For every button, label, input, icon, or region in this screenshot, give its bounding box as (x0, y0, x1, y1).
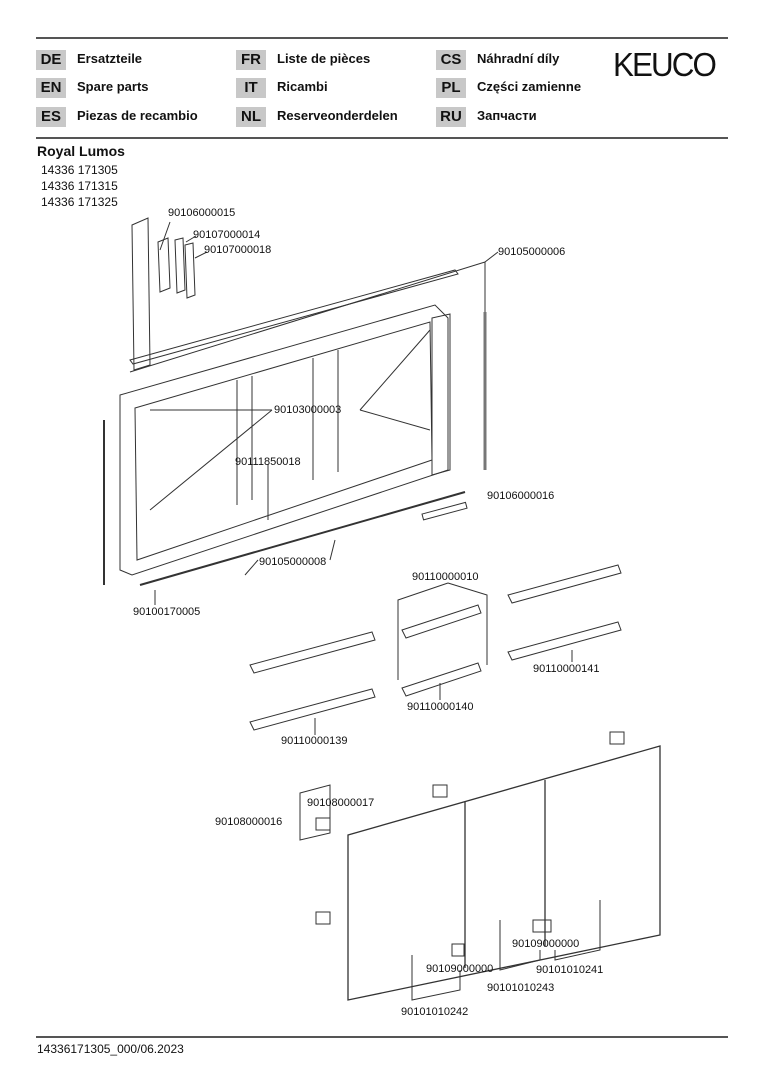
part-number: 90110000010 (412, 571, 479, 583)
lang-code: NL (236, 107, 266, 127)
lang-label: Reserveonderdelen (277, 108, 398, 123)
footer-rule (36, 1036, 728, 1038)
keuco-logo: KEUCO (613, 46, 717, 83)
part-number: 90107000018 (204, 244, 272, 256)
document-id: 14336171305_000/06.2023 (37, 1042, 184, 1056)
shelf-drawing (249, 688, 376, 731)
lang-label: Liste de pièces (277, 51, 371, 66)
cabinet-body-drawing (119, 304, 449, 576)
hinge-drawing (609, 731, 625, 745)
part-number: 90106000016 (487, 490, 555, 502)
part-number: 90110000141 (533, 663, 600, 675)
shelf-drawing (401, 604, 482, 639)
shelf-drawing (507, 564, 622, 604)
handle-drawing (451, 943, 465, 957)
article-number: 14336 171305 (41, 163, 118, 177)
part-number: 90100170005 (133, 606, 201, 618)
part-number: 90110000140 (407, 701, 474, 713)
part-number: 90101010243 (487, 982, 555, 994)
article-number: 14336 171325 (41, 195, 118, 209)
bottom-strip-drawing (139, 491, 466, 586)
hinge-drawing (315, 817, 331, 831)
part-number: 90110000139 (281, 735, 348, 747)
part-number: 90106000015 (168, 207, 236, 219)
lang-label: Ersatzteile (77, 51, 143, 66)
top-strip-drawing (129, 269, 459, 365)
part-number: 90108000017 (307, 797, 375, 809)
product-name: Royal Lumos (37, 143, 125, 159)
cover-drawing (174, 237, 186, 294)
part-number: 90105000008 (259, 556, 327, 568)
article-number: 14336 171315 (41, 179, 118, 193)
part-number: 90109000000 (426, 963, 494, 975)
side-panel-drawing (131, 217, 151, 371)
driver-drawing (157, 237, 171, 293)
header-rule (36, 137, 728, 139)
part-number: 90103000003 (274, 404, 342, 416)
shelf-drawing (249, 631, 376, 674)
leader-lines (129, 221, 601, 1001)
cover-drawing (184, 242, 196, 299)
handle-drawing (532, 919, 552, 933)
lang-code: PL (436, 78, 466, 98)
hinge-drawing (432, 784, 448, 798)
lang-label: Ricambi (277, 79, 328, 94)
top-rule (36, 37, 728, 39)
lang-label: Piezas de recambio (77, 108, 198, 123)
hinge-drawing (315, 911, 331, 925)
lang-code: IT (236, 78, 266, 98)
lang-code: EN (36, 78, 66, 98)
door-side-drawing (431, 313, 451, 476)
part-number: 90108000016 (215, 816, 283, 828)
part-number: 90105000006 (498, 246, 566, 258)
lang-code: FR (236, 50, 266, 70)
part-number: 90101010242 (401, 1006, 469, 1018)
lang-code: DE (36, 50, 66, 70)
door-panel-drawing (347, 745, 661, 1001)
part-number: 90101010241 (536, 964, 604, 976)
lang-label: Części zamienne (477, 79, 582, 94)
lang-label: Запчасти (477, 108, 537, 123)
sensor-drawing (421, 501, 468, 521)
part-number: 90111850018 (235, 456, 301, 468)
lang-code: RU (436, 107, 466, 127)
lang-label: Spare parts (77, 79, 149, 94)
lang-label: Náhradní díly (477, 51, 560, 66)
lang-code: ES (36, 107, 66, 127)
shelf-drawing (507, 621, 622, 661)
part-number: 90107000014 (193, 229, 261, 241)
lang-code: CS (436, 50, 466, 70)
part-number: 90109000000 (512, 938, 580, 950)
shelf-drawing (401, 662, 482, 697)
